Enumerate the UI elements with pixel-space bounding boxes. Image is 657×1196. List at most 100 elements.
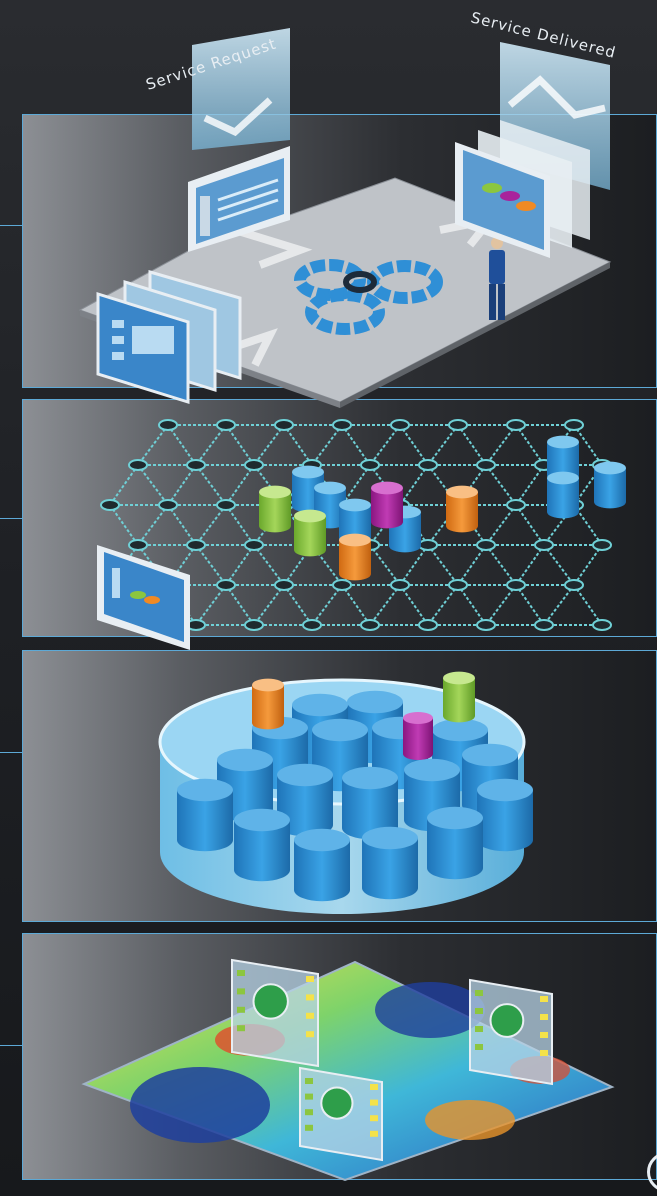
data-cylinder — [446, 485, 478, 533]
network-link — [167, 584, 197, 626]
storage-cylinder — [362, 826, 418, 900]
side-tick-1 — [0, 225, 22, 226]
network-node — [506, 579, 526, 591]
network-link — [515, 424, 545, 466]
service-layer-illustration: Service Request Service Delivered — [78, 8, 618, 408]
trend-line-icon — [507, 75, 606, 119]
network-link — [457, 584, 487, 626]
dashboard-panel — [299, 1066, 383, 1162]
network-link — [341, 424, 371, 466]
highlight-cylinder — [403, 712, 433, 760]
network-link — [573, 584, 603, 626]
side-tick-3 — [0, 752, 22, 753]
network-node — [534, 619, 554, 631]
network-node — [216, 419, 236, 431]
network-node — [360, 619, 380, 631]
data-cylinder — [594, 461, 626, 509]
network-node — [476, 539, 496, 551]
platform-edge-right — [340, 262, 610, 408]
network-node — [534, 539, 554, 551]
arrow-chevron — [233, 226, 313, 269]
network-link — [253, 424, 285, 466]
storage-cylinder — [177, 778, 233, 852]
network-node — [592, 619, 612, 631]
network-link — [137, 504, 169, 546]
process-rings-icon — [294, 259, 443, 335]
data-cylinder — [294, 509, 326, 557]
network-link — [457, 424, 487, 466]
network-node — [476, 619, 496, 631]
service-delivered-panel — [455, 42, 610, 258]
network-link — [399, 464, 429, 506]
network-link — [573, 424, 603, 466]
network-node — [302, 619, 322, 631]
network-node — [476, 459, 496, 471]
data-cylinder — [547, 471, 579, 519]
network-link — [167, 424, 197, 466]
network-link — [427, 424, 459, 466]
heatmap-floor — [81, 960, 615, 1182]
network-node — [564, 579, 584, 591]
network-link — [195, 584, 227, 626]
network-link — [485, 584, 517, 626]
network-node — [418, 459, 438, 471]
network-node — [186, 539, 206, 551]
network-link — [225, 584, 255, 626]
network-node — [100, 499, 120, 511]
network-link — [283, 424, 313, 466]
network-link — [399, 584, 429, 626]
network-node — [216, 499, 236, 511]
data-cylinder — [547, 435, 579, 483]
network-node — [244, 619, 264, 631]
monitoring-screen-icon — [97, 545, 190, 650]
network-link — [283, 584, 313, 626]
network-node — [158, 419, 178, 431]
network-node — [390, 579, 410, 591]
network-link — [427, 544, 459, 586]
network-node — [592, 539, 612, 551]
network-link — [369, 544, 401, 586]
network-link — [311, 584, 343, 626]
highlight-cylinder — [443, 671, 475, 723]
network-node — [506, 419, 526, 431]
application-screens-stack — [96, 270, 242, 405]
network-link — [543, 504, 575, 546]
network-link — [195, 464, 227, 506]
network-node — [448, 579, 468, 591]
storage-cylinder — [427, 806, 483, 880]
storage-cylinders — [177, 671, 533, 902]
network-link — [485, 544, 517, 586]
network-link — [457, 544, 487, 586]
network-link — [341, 584, 371, 626]
network-link — [369, 584, 401, 626]
network-link — [485, 464, 517, 506]
network-link — [427, 584, 459, 626]
network-node — [332, 419, 352, 431]
network-link — [195, 544, 227, 586]
network-link — [137, 424, 169, 466]
side-tick-4 — [0, 1045, 22, 1046]
dashboard-panel — [469, 978, 553, 1086]
network-node — [360, 459, 380, 471]
network-node — [418, 539, 438, 551]
network-link — [485, 424, 517, 466]
network-link — [515, 504, 545, 546]
network-link — [137, 464, 169, 506]
network-link — [311, 424, 343, 466]
network-link — [225, 544, 255, 586]
network-link — [515, 584, 545, 626]
network-node — [332, 579, 352, 591]
network-link — [253, 544, 285, 586]
network-link — [399, 504, 429, 546]
network-node — [390, 419, 410, 431]
network-link — [399, 544, 429, 586]
network-node — [564, 419, 584, 431]
network-node — [244, 539, 264, 551]
network-link — [341, 464, 371, 506]
network-node — [274, 579, 294, 591]
network-link — [427, 504, 459, 546]
network-node — [128, 459, 148, 471]
network-link — [515, 544, 545, 586]
